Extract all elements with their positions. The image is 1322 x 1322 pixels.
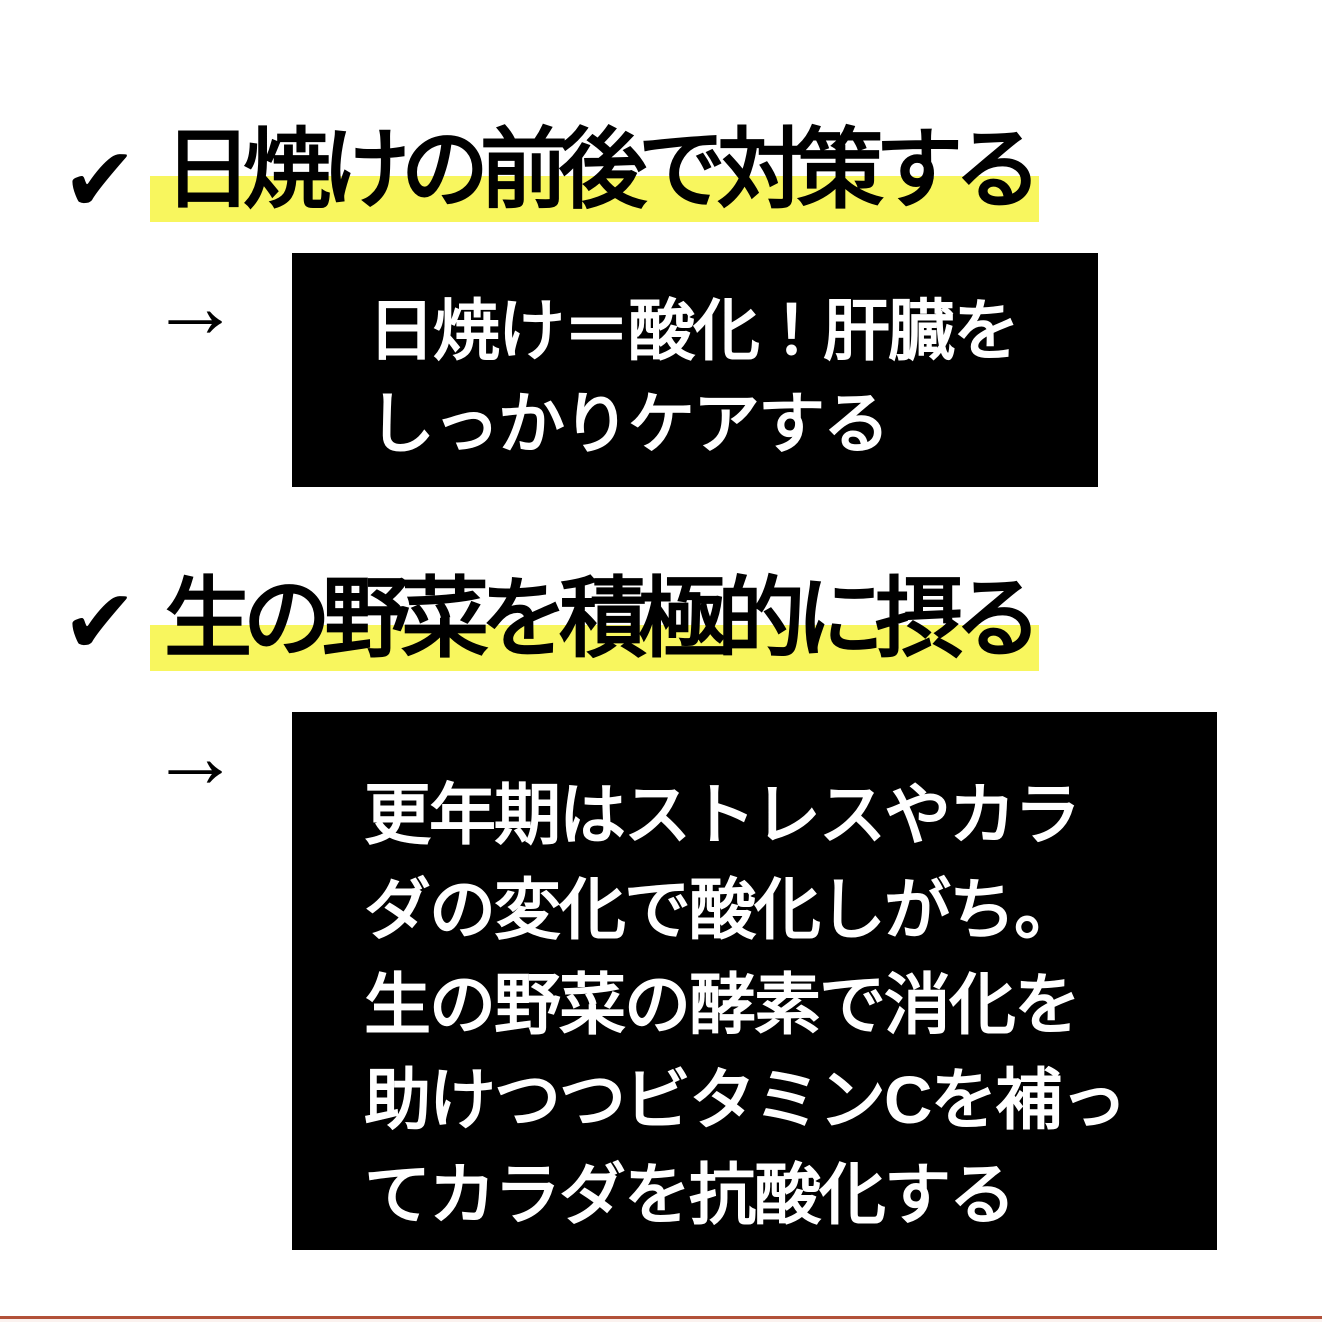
checkmark-icon: ✔	[62, 131, 138, 231]
checkmark-icon: ✔	[62, 573, 138, 673]
bottom-edge-strip	[0, 1319, 1322, 1322]
section-heading-raw-vegetables: 生の野菜を積極的に摂る	[150, 567, 1042, 671]
info-box-line: 助けつつビタミンCを補っ	[364, 1063, 1127, 1138]
info-box-line: ダの変化で酸化しがち。	[364, 873, 1081, 948]
arrow-icon: →	[150, 257, 240, 357]
arrow-icon: →	[150, 707, 240, 807]
info-box-line: てカラダを抗酸化する	[364, 1158, 1016, 1233]
info-box-line: 日焼け＝酸化！肝臓を	[368, 294, 1020, 369]
info-box-sun-care: 日焼け＝酸化！肝臓を しっかりケアする	[292, 253, 1098, 487]
info-box-line: 更年期はストレスやカラ	[364, 778, 1081, 853]
info-box-line: しっかりケアする	[368, 387, 890, 462]
info-box-raw-vegetables: 更年期はストレスやカラ ダの変化で酸化しがち。 生の野菜の酵素で消化を 助けつつ…	[292, 712, 1217, 1250]
info-box-line: 生の野菜の酵素で消化を	[364, 968, 1081, 1043]
section-heading-sun-care: 日焼けの前後で対策する	[150, 118, 1042, 222]
bottom-accent-line	[0, 1316, 1322, 1319]
